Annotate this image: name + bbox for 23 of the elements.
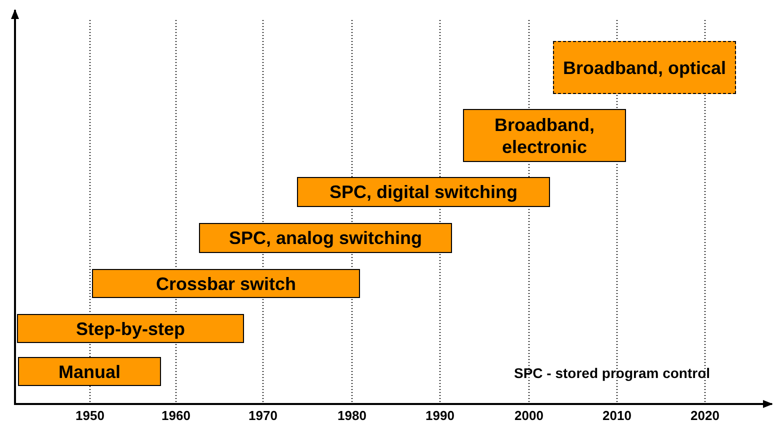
year-label: 2000 (514, 408, 544, 423)
bar-label: Step-by-step (76, 318, 185, 340)
timeline-bar (17, 314, 244, 343)
timeline-bar (199, 223, 452, 253)
bar-label: SPC, analog switching (228, 227, 422, 249)
bar-label: Crossbar switch (156, 272, 296, 294)
timeline-bar (92, 269, 360, 298)
timeline-bar (553, 41, 736, 94)
year-label: 1950 (74, 408, 106, 423)
year-label: 2010 (602, 408, 632, 423)
year-label: 1960 (160, 408, 192, 423)
timeline-bar (463, 109, 626, 162)
year-label: 1970 (248, 408, 278, 423)
bar-label: Manual (58, 360, 120, 382)
note-text: SPC - stored program control (514, 365, 710, 381)
timeline-bar (18, 357, 161, 386)
bar-label: Broadband, electronic (493, 114, 596, 158)
timeline-bar (297, 177, 550, 207)
bar-label: SPC, digital switching (329, 181, 518, 203)
year-label: 1980 (336, 408, 368, 423)
year-label: 1990 (424, 408, 456, 423)
bar-label: Broadband, optical (562, 56, 726, 78)
year-label: 2020 (690, 408, 720, 423)
